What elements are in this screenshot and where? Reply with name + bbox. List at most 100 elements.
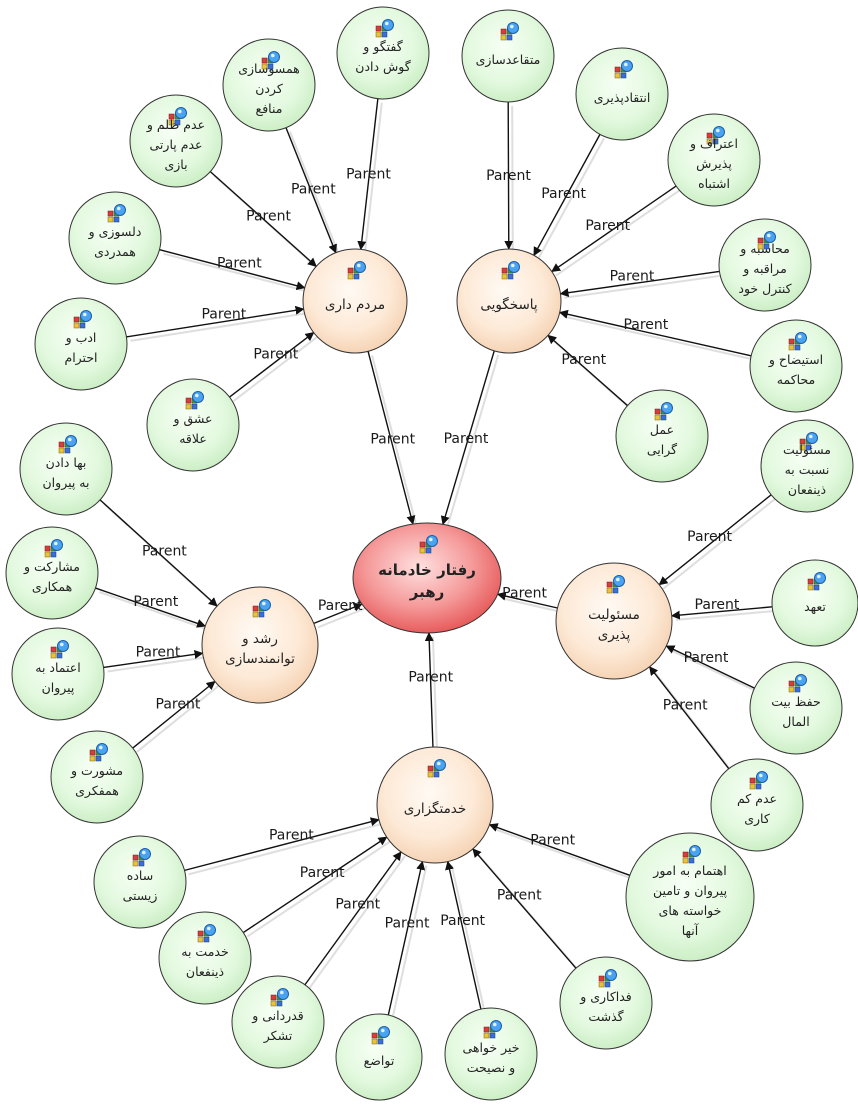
- edge-line: [126, 305, 305, 338]
- node-label-line: تعهد: [804, 599, 826, 615]
- node-icon: [185, 391, 204, 410]
- node-shape: [667, 113, 761, 207]
- edge-line: [357, 98, 379, 251]
- edge-mashverat-to-roshd: Parent: [132, 680, 220, 753]
- edge-shadow: [371, 355, 418, 529]
- edge-estizah-to-pasokh: Parent: [558, 309, 756, 361]
- node-shape: [718, 218, 812, 312]
- node-label-line: استیضاح و: [768, 352, 823, 368]
- edge-kheirkhahi-to-khedmat: Parent: [440, 860, 486, 1014]
- edge-shadow: [563, 315, 756, 361]
- node-label-line: عدم پارتی: [150, 137, 203, 153]
- edge-shadow: [511, 105, 514, 254]
- edge-shadow: [308, 855, 406, 990]
- node-label-line: زیستی: [123, 888, 158, 904]
- node-icon: [197, 924, 216, 943]
- leaf-node-estizah[interactable]: استیضاح و محاکمه: [749, 319, 843, 413]
- edge-line: [229, 332, 315, 398]
- edge-bahadadan-to-roshd: Parent: [99, 499, 222, 611]
- edge-line: [132, 680, 216, 749]
- edge-line: [559, 270, 720, 298]
- node-label-line: قدردانی و: [251, 1008, 304, 1024]
- node-shape: [444, 1007, 538, 1101]
- edge-label: Parent: [300, 865, 345, 881]
- leaf-node-moteghaed[interactable]: متقاعدسازی: [461, 9, 555, 103]
- edge-mohasebe-to-pasokh: Parent: [559, 269, 724, 299]
- edge-shadow: [564, 274, 724, 299]
- leaf-node-taahod[interactable]: تعهد: [771, 559, 858, 647]
- node-label-line: مراقبه و: [742, 261, 787, 277]
- node-shape: [760, 419, 854, 513]
- node-shape: [146, 378, 240, 472]
- edge-line: [445, 860, 482, 1010]
- node-label-line: محاکمه: [777, 372, 815, 387]
- node-shape: [11, 627, 105, 721]
- edge-label: Parent: [684, 650, 729, 666]
- node-label-line: کردن: [255, 81, 283, 97]
- edge-label: Parent: [335, 897, 380, 913]
- node-label-line: پاسخگویی: [480, 296, 538, 313]
- edge-shadow: [555, 189, 681, 277]
- node-label-line: ذینفعان: [788, 482, 826, 497]
- edge-eshgh-to-mardom: Parent: [229, 332, 319, 402]
- edge-line: [184, 817, 380, 872]
- leaf-node-enteghad[interactable]: انتقادپذیری: [575, 47, 669, 141]
- edge-line: [313, 602, 363, 625]
- edges-layer: ParentParentParentParentParentParentPare…: [95, 98, 777, 1020]
- node-label-line: و نصیحت: [467, 1060, 515, 1076]
- node-shape: [129, 94, 223, 188]
- edge-shadow: [130, 312, 308, 342]
- node-shape: [93, 835, 187, 929]
- edge-khedmatbe-to-khedmat: Parent: [242, 836, 392, 938]
- edge-khedmat-to-center: Parent: [408, 632, 454, 752]
- node-label-line: ادب و: [65, 330, 97, 346]
- node-shape: [749, 661, 843, 755]
- hub-node-mardom[interactable]: مردم داری: [302, 248, 408, 354]
- node-shape: [336, 6, 430, 100]
- node-label-line: رفتار خادمانه: [378, 561, 476, 579]
- node-label-line: بازی: [164, 157, 187, 173]
- edge-label: Parent: [561, 352, 606, 368]
- hub-node-pasokh[interactable]: پاسخگویی: [456, 248, 562, 354]
- node-label-line: پیروان و تامین: [653, 883, 728, 899]
- node-label-line: مشارکت و: [23, 559, 80, 575]
- edge-line: [533, 134, 601, 257]
- edge-label: Parent: [291, 181, 336, 197]
- edge-shadow: [501, 597, 562, 613]
- node-label-line: کاری: [744, 811, 770, 827]
- hub-node-khedmat[interactable]: خدمتگزاری: [376, 746, 494, 864]
- node-label-line: ذینفعان: [186, 964, 224, 979]
- node-label-line: تواضع: [364, 1053, 395, 1069]
- leaf-node-tavazo[interactable]: تواضع: [335, 1013, 423, 1101]
- node-icon: [654, 402, 673, 421]
- edge-line: [424, 632, 434, 748]
- node-shape: [352, 522, 502, 634]
